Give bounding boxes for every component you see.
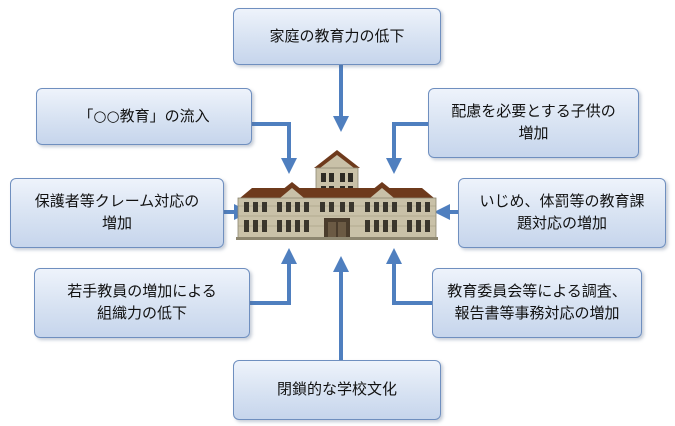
box-top: 家庭の教育力の低下 bbox=[233, 8, 441, 65]
arrow-from-top-left bbox=[252, 122, 297, 174]
box-bottom-left-label: 若手教員の増加による 組織力の低下 bbox=[67, 282, 217, 322]
school-building-icon bbox=[236, 150, 438, 240]
box-top-label: 家庭の教育力の低下 bbox=[269, 26, 405, 45]
arrow-from-bottom-right bbox=[386, 248, 432, 305]
arrow-from-top-right bbox=[386, 122, 428, 174]
box-bottom-right: 教育委員会等による調査、 報告書等事務対応の増加 bbox=[432, 268, 642, 338]
box-top-left: 「○○教育」の流入 bbox=[36, 88, 252, 145]
box-top-right-label: 配慮を必要とする子供の 増加 bbox=[451, 102, 616, 142]
box-bottom-left: 若手教員の増加による 組織力の低下 bbox=[34, 268, 250, 338]
arrow-from-bottom-left bbox=[250, 248, 297, 305]
box-top-left-label: 「○○教育」の流入 bbox=[78, 106, 210, 125]
box-top-right: 配慮を必要とする子供の 増加 bbox=[428, 88, 639, 158]
box-mid-left-label: 保護者等クレーム対応の 増加 bbox=[34, 192, 200, 232]
box-bottom-label: 閉鎖的な学校文化 bbox=[276, 380, 397, 399]
box-mid-right-label: いじめ、体罰等の教育課 題対応の増加 bbox=[479, 192, 645, 232]
box-bottom-right-label: 教育委員会等による調査、 報告書等事務対応の増加 bbox=[447, 282, 627, 322]
box-bottom: 閉鎖的な学校文化 bbox=[233, 360, 441, 420]
box-mid-left: 保護者等クレーム対応の 増加 bbox=[10, 178, 224, 248]
box-mid-right: いじめ、体罰等の教育課 題対応の増加 bbox=[458, 178, 666, 248]
